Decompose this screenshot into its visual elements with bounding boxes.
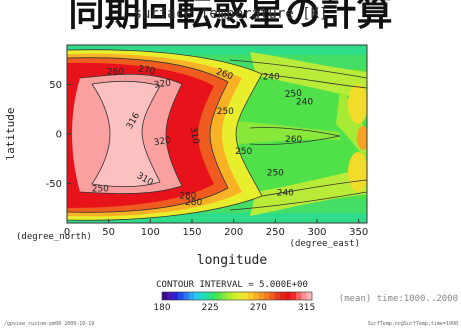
colorbar-swatch: [220, 292, 227, 300]
colorbar-swatch: [183, 292, 189, 300]
x-tick-label: 150: [182, 227, 201, 238]
footer-right: SurfTemp.nc@SurfTemp,time=1000: [368, 321, 458, 327]
x-axis-ticks: 0 50 100 150 200 250 300 350: [64, 219, 368, 238]
field-yellow-east-north: [348, 84, 367, 124]
contour-line-250-north: [261, 73, 367, 89]
colorbar-swatch: [253, 292, 259, 300]
colorbar-swatch: [263, 292, 270, 300]
colorbar-swatch: [274, 292, 281, 300]
contour-line-320: [91, 80, 161, 188]
contour-line-315: [79, 73, 183, 195]
x-tick-label: 200: [224, 227, 243, 238]
colorbar-swatch: [247, 292, 254, 300]
colorbar-swatch: [279, 292, 286, 300]
colorbar-swatch: [172, 292, 179, 300]
colorbar-tick-label: 315: [298, 303, 315, 313]
x-tick-label: 50: [102, 227, 115, 238]
hot-core-320: [92, 81, 160, 187]
x-axis-unit: (degree_east): [290, 239, 360, 249]
plot-title: surface temperature [K]: [133, 6, 328, 22]
contour-line-250-south: [261, 179, 367, 197]
contour-label: 250: [92, 184, 109, 194]
colorbar-swatch: [231, 292, 238, 300]
x-tick-label: 100: [141, 227, 160, 238]
colorbar-swatch: [167, 292, 173, 300]
colorbar-swatch: [285, 292, 291, 300]
contour-label: 280: [179, 191, 196, 201]
colorbar-tick-label: 180: [153, 303, 170, 313]
contour-label: 310: [188, 126, 201, 145]
contour-label: 250: [235, 147, 252, 157]
contour-label: 250: [284, 89, 302, 100]
x-axis-label: longitude: [197, 253, 268, 268]
footer-left: /gpview_custom-pm08 2009-10-19: [4, 321, 94, 327]
colorbar-swatch: [199, 292, 206, 300]
y-tick-label: 0: [56, 130, 62, 141]
field-orange-east: [357, 126, 367, 150]
y-axis-label: latitude: [4, 108, 17, 161]
colorbar-tick-label: 270: [250, 303, 267, 313]
annotation-mean-time: (mean) time:1000..2000: [339, 294, 458, 304]
colorbar-frame: [161, 291, 313, 301]
contour-interval-text: CONTOUR INTERVAL = 5.000E+00: [156, 280, 308, 290]
contour-label: 260: [285, 135, 302, 145]
contour-line-260-equator: [249, 127, 341, 145]
contour-line-285: [67, 57, 229, 213]
contour-label: 270: [137, 64, 156, 77]
colorbar-swatch: [178, 292, 184, 300]
contour-label: 240: [277, 188, 294, 198]
x-tick-label: 0: [64, 227, 70, 238]
field-streak-south: [250, 168, 367, 216]
colorbar-swatch: [162, 292, 168, 300]
contour-label: 250: [217, 107, 234, 117]
slide-heading: 同期回転惑星の計算: [68, 0, 393, 34]
colorbar-swatch: [194, 292, 200, 300]
field-streak-north: [250, 52, 367, 100]
colorbar-tick-label: 225: [202, 303, 219, 313]
colorbar-swatch: [204, 292, 211, 300]
colorbar-swatch: [290, 292, 297, 300]
y-tick-label: 50: [49, 80, 62, 91]
colorbar-swatch: [306, 292, 313, 300]
colorbar-swatch: [242, 292, 248, 300]
field-yellow-east-south: [348, 152, 367, 192]
contour-lines: [67, 49, 367, 221]
x-tick-label: 300: [307, 227, 326, 238]
colorbar-swatch: [210, 292, 216, 300]
colorbar-ticks: 180 225 270 315: [153, 303, 315, 313]
colorbar-swatch: [295, 292, 302, 300]
contour-line-240-north: [229, 59, 367, 79]
contour-line-255: [67, 49, 263, 221]
contour-label: 250: [267, 169, 284, 179]
x-tick-label: 250: [266, 227, 285, 238]
colorbar-swatch: [215, 292, 222, 300]
colorbar-swatch: [188, 292, 195, 300]
y-tick-label: -50: [46, 179, 62, 190]
field-streak-equator: [220, 120, 340, 146]
colorbar-swatch: [301, 292, 307, 300]
contour-line-240-south: [229, 191, 367, 211]
contour-label: 240: [263, 73, 280, 83]
contour-label: 320: [153, 78, 172, 90]
colorbar: [161, 291, 313, 301]
contour-label: 260: [107, 68, 124, 78]
contour-label: 280: [185, 198, 202, 208]
colorbar-swatch: [269, 292, 275, 300]
y-axis-ticks: 50 0 -50: [46, 80, 71, 190]
y-axis-unit: (degree_north): [16, 232, 92, 242]
contour-label: 240: [296, 97, 313, 107]
contour-label: 320: [153, 135, 172, 148]
colorbar-swatch: [226, 292, 232, 300]
x-tick-label: 350: [349, 227, 368, 238]
temperature-field: [67, 45, 367, 223]
colorbar-swatch: [258, 292, 264, 300]
colorbar-swatch: [237, 292, 243, 300]
